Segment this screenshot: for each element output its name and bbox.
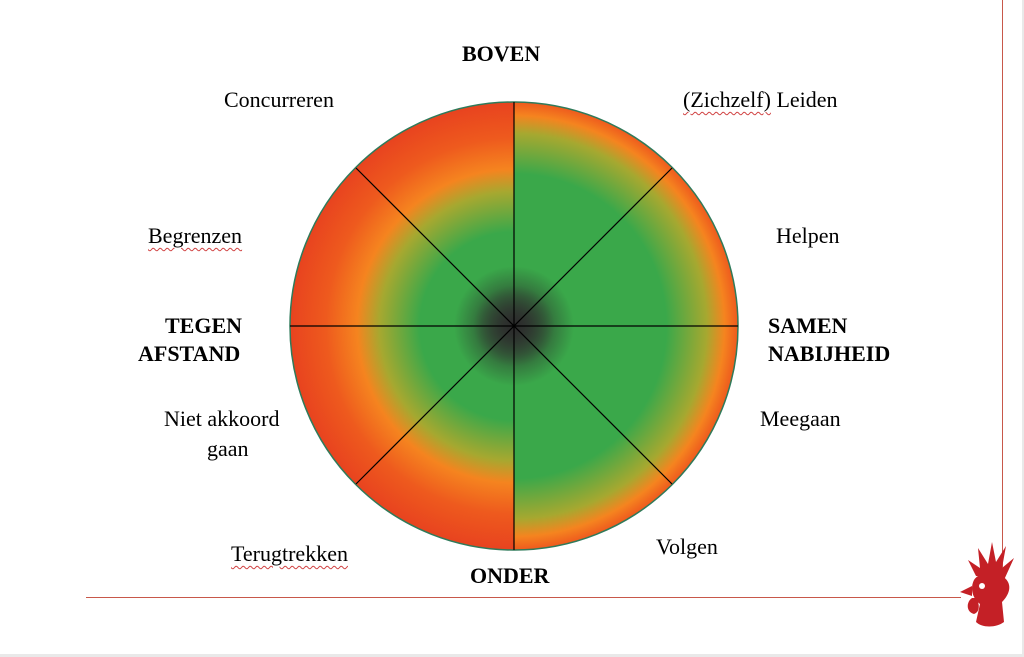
label-zichzelf: (Zichzelf)	[683, 87, 771, 112]
label-zichzelf-leiden: (Zichzelf) Leiden	[683, 86, 838, 114]
label-nabijheid: NABIJHEID	[768, 341, 891, 366]
label-gaan: gaan	[207, 436, 249, 461]
label-boven: BOVEN	[462, 41, 541, 66]
label-helpen: Helpen	[776, 223, 840, 248]
label-tegen: TEGEN	[165, 313, 243, 338]
label-samen: SAMEN	[768, 313, 848, 338]
label-volgen: Volgen	[656, 534, 718, 559]
label-terugtrekken: Terugtrekken	[231, 541, 348, 566]
axis-diagonal-2	[355, 167, 673, 485]
label-begrenzen: Begrenzen	[148, 223, 243, 248]
right-border-line	[1002, 0, 1003, 597]
label-meegaan: Meegaan	[760, 406, 841, 431]
rooster-head-icon	[960, 542, 1014, 627]
label-afstand: AFSTAND	[138, 341, 241, 366]
label-concurreren: Concurreren	[224, 87, 334, 112]
label-niet-akkoord: Niet akkoord	[164, 406, 280, 431]
label-leiden: Leiden	[770, 87, 838, 112]
bottom-border-line	[86, 597, 961, 598]
label-onder: ONDER	[470, 563, 550, 588]
